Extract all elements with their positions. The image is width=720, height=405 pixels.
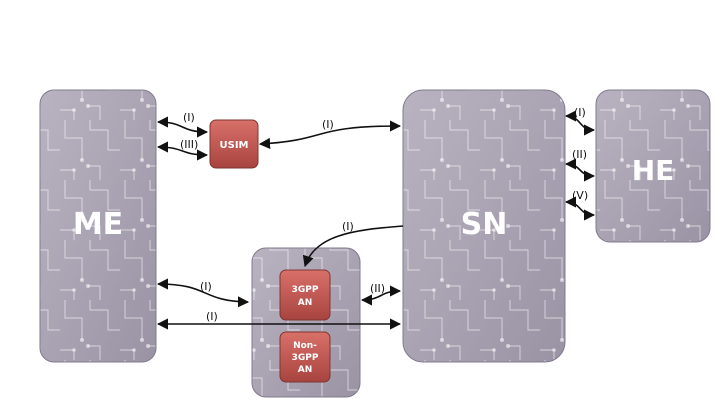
link-sn-3gpp-label: (I)	[342, 220, 354, 233]
link-usim-sn-label: (I)	[322, 118, 334, 131]
link-me-usim-1-label: (I)	[183, 111, 195, 124]
link-usim-sn: (I)	[258, 118, 402, 150]
non-3gpp-an-block: Non- 3GPP AN	[279, 331, 331, 383]
link-me-usim-3-label: (III)	[180, 138, 198, 151]
link-me-3gpp: (I)	[156, 278, 250, 308]
3gpp-an-block: 3GPP AN	[279, 269, 331, 321]
link-me-usim-1: (I)	[156, 111, 209, 138]
non-3gpp-an-line2: 3GPP	[292, 353, 319, 363]
link-sn-he-1-label: (I)	[574, 106, 586, 119]
link-me-3gpp-label: (I)	[200, 280, 212, 293]
non-3gpp-an-line1: Non-	[293, 341, 317, 351]
he-block: HE	[595, 89, 711, 243]
sn-label: SN	[461, 207, 508, 242]
link-an-sn-2-label: (II)	[370, 282, 385, 295]
link-an-sn-2: (II)	[360, 282, 402, 306]
me-label: ME	[73, 207, 123, 242]
me-block: ME	[39, 89, 157, 363]
3gpp-an-line2: AN	[298, 298, 313, 308]
link-me-usim-3: (III)	[156, 138, 209, 161]
usim-label: USIM	[220, 140, 249, 151]
link-sn-he-5: (V)	[564, 189, 596, 221]
sn-block: SN	[402, 89, 566, 363]
link-sn-he-1: (I)	[564, 106, 596, 136]
link-me-sn: (I)	[156, 310, 402, 330]
non-3gpp-an-line3: AN	[298, 365, 313, 375]
link-sn-3gpp: (I)	[302, 220, 404, 268]
he-label: HE	[632, 154, 675, 187]
link-sn-he-2: (II)	[564, 148, 596, 182]
link-sn-he-5-label: (V)	[572, 189, 588, 202]
3gpp-an-line1: 3GPP	[292, 285, 319, 295]
usim-block: USIM	[209, 119, 259, 169]
link-sn-he-2-label: (II)	[572, 148, 587, 161]
link-me-sn-label: (I)	[206, 310, 218, 323]
